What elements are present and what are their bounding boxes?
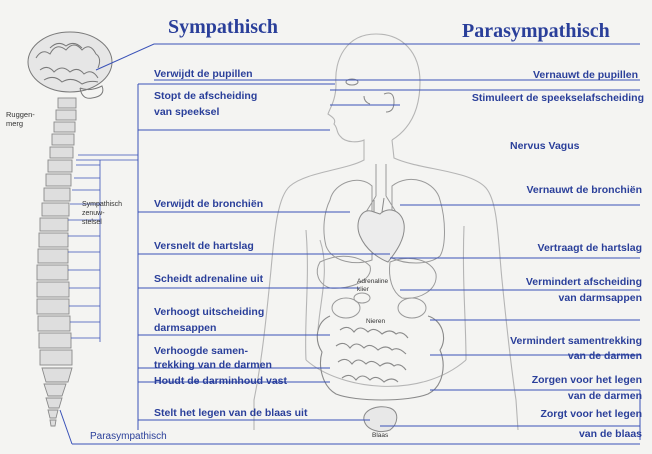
- symp-effect-retain-contents: Houdt de darminhoud vast: [154, 375, 287, 387]
- brain-illustration: [28, 32, 112, 98]
- para-effect-stimulate-saliva: Stimuleert de speekselafscheiding: [472, 92, 644, 104]
- para-effect-intestinal-juices: van darmsappen: [559, 292, 642, 304]
- symp-effect-dilate-pupils: Verwijdt de pupillen: [154, 68, 253, 80]
- spinal-column-illustration: [37, 98, 76, 426]
- adrenal-gland-label: Adrenaline klier: [357, 278, 388, 294]
- face-features: [346, 79, 394, 112]
- symp-effect-saliva: van speeksel: [154, 106, 219, 118]
- para-effect-constrict-pupils: Vernauwt de pupillen: [533, 69, 638, 81]
- symp-effect-adrenaline: Scheidt adrenaline uit: [154, 273, 263, 285]
- spinal-cord-label: Ruggen- merg: [6, 110, 35, 128]
- para-effect-constrict-bronchi: Vernauwt de bronchiën: [526, 184, 642, 196]
- bladder-label: Blaas: [372, 432, 388, 439]
- heart-illustration: [358, 198, 404, 262]
- sympathetic-title: Sympathisch: [168, 16, 278, 39]
- para-effect-of-intestines: van de darmen: [568, 390, 642, 402]
- sympathetic-nerve-label: Sympathisch zenuw- stelsel: [82, 200, 122, 227]
- parasympathetic-title: Parasympathisch: [462, 20, 610, 43]
- kidneys-label: Nieren: [366, 318, 385, 325]
- symp-effect-stop-secretion: Stopt de afscheiding: [154, 90, 257, 102]
- symp-effect-intestinal-juices: darmsappen: [154, 322, 216, 334]
- symp-effect-increase-secretion: Verhoogt uitscheiding: [154, 306, 264, 318]
- para-effect-reduce-contraction: Vermindert samentrekking: [510, 335, 642, 347]
- symp-effect-dilate-bronchi: Verwijdt de bronchiën: [154, 198, 263, 210]
- para-effect-empty-intestines: Zorgen voor het legen: [532, 374, 642, 386]
- para-effect-of-bladder: van de blaas: [579, 428, 642, 440]
- para-effect-reduce-secretion: Vermindert afscheiding: [526, 276, 642, 288]
- bladder-illustration: [364, 407, 397, 432]
- parasympathetic-bottom-label: Parasympathisch: [90, 431, 167, 443]
- symp-effect-bladder: Stelt het legen van de blaas uit: [154, 407, 307, 419]
- symp-effect-increased-contraction: Verhoogde samen-: [154, 345, 248, 357]
- para-effect-empty-bladder: Zorgt voor het legen: [540, 408, 642, 420]
- nervus-vagus-label: Nervus Vagus: [510, 140, 579, 152]
- symp-effect-heart-rate: Versnelt de hartslag: [154, 240, 254, 252]
- symp-effect-intestine-contraction: trekking van de darmen: [154, 359, 272, 371]
- intestines-illustration: [317, 316, 443, 400]
- para-effect-slow-heart: Vertraagt de hartslag: [538, 242, 642, 254]
- sympathetic-chain-lines: [68, 155, 138, 342]
- para-effect-intestines: van de darmen: [568, 350, 642, 362]
